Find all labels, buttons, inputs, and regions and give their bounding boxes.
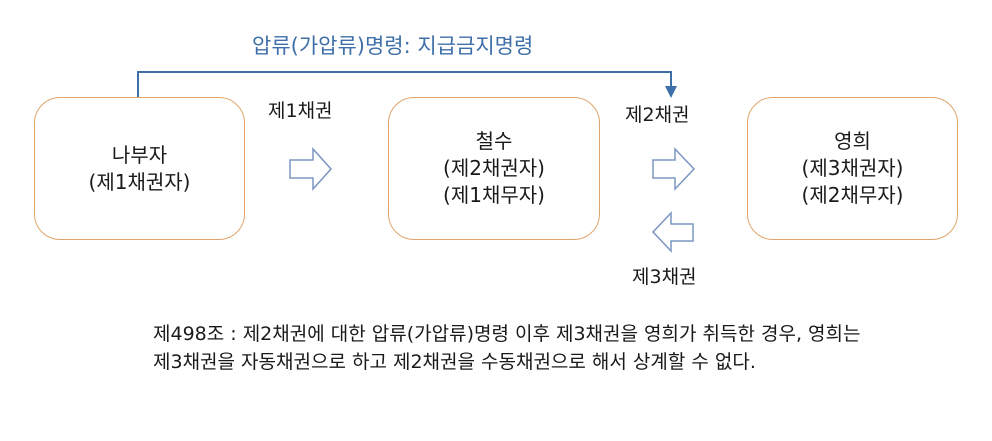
claim2-label: 제2채권 [625, 104, 690, 126]
node-younghee: 영희 (제3채권자) (제2채무자) [747, 97, 958, 240]
node-cheolsu-role: (제2채권자) [443, 156, 545, 180]
claim3-block-arrow [651, 211, 694, 253]
node-younghee-role: (제3채권자) [801, 156, 904, 180]
node-younghee-role2: (제2채무자) [801, 183, 904, 207]
node-nabuja-name: 나부자 [111, 142, 168, 167]
claim3-label: 제3채권 [632, 266, 697, 288]
claim1-label: 제1채권 [268, 100, 333, 122]
node-cheolsu-name: 철수 [475, 129, 513, 153]
claim2-block-arrow [652, 147, 696, 191]
node-nabuja: 나부자 (제1채권자) [34, 97, 245, 240]
article-498-note: 제498조 : 제2채권에 대한 압류(가압류)명령 이후 제3채권을 영희가 … [153, 323, 861, 373]
garnishment-order-label: 압류(가압류)명령: 지급금지명령 [252, 34, 534, 58]
node-cheolsu: 철수 (제2채권자) (제1채무자) [388, 97, 600, 240]
garnishment-arrowhead [665, 86, 677, 98]
node-cheolsu-role2: (제1채무자) [443, 183, 545, 207]
node-younghee-name: 영희 [834, 129, 871, 153]
garnishment-connector-line [137, 71, 672, 97]
node-nabuja-role: (제1채권자) [88, 169, 191, 194]
claim1-block-arrow [289, 147, 333, 191]
